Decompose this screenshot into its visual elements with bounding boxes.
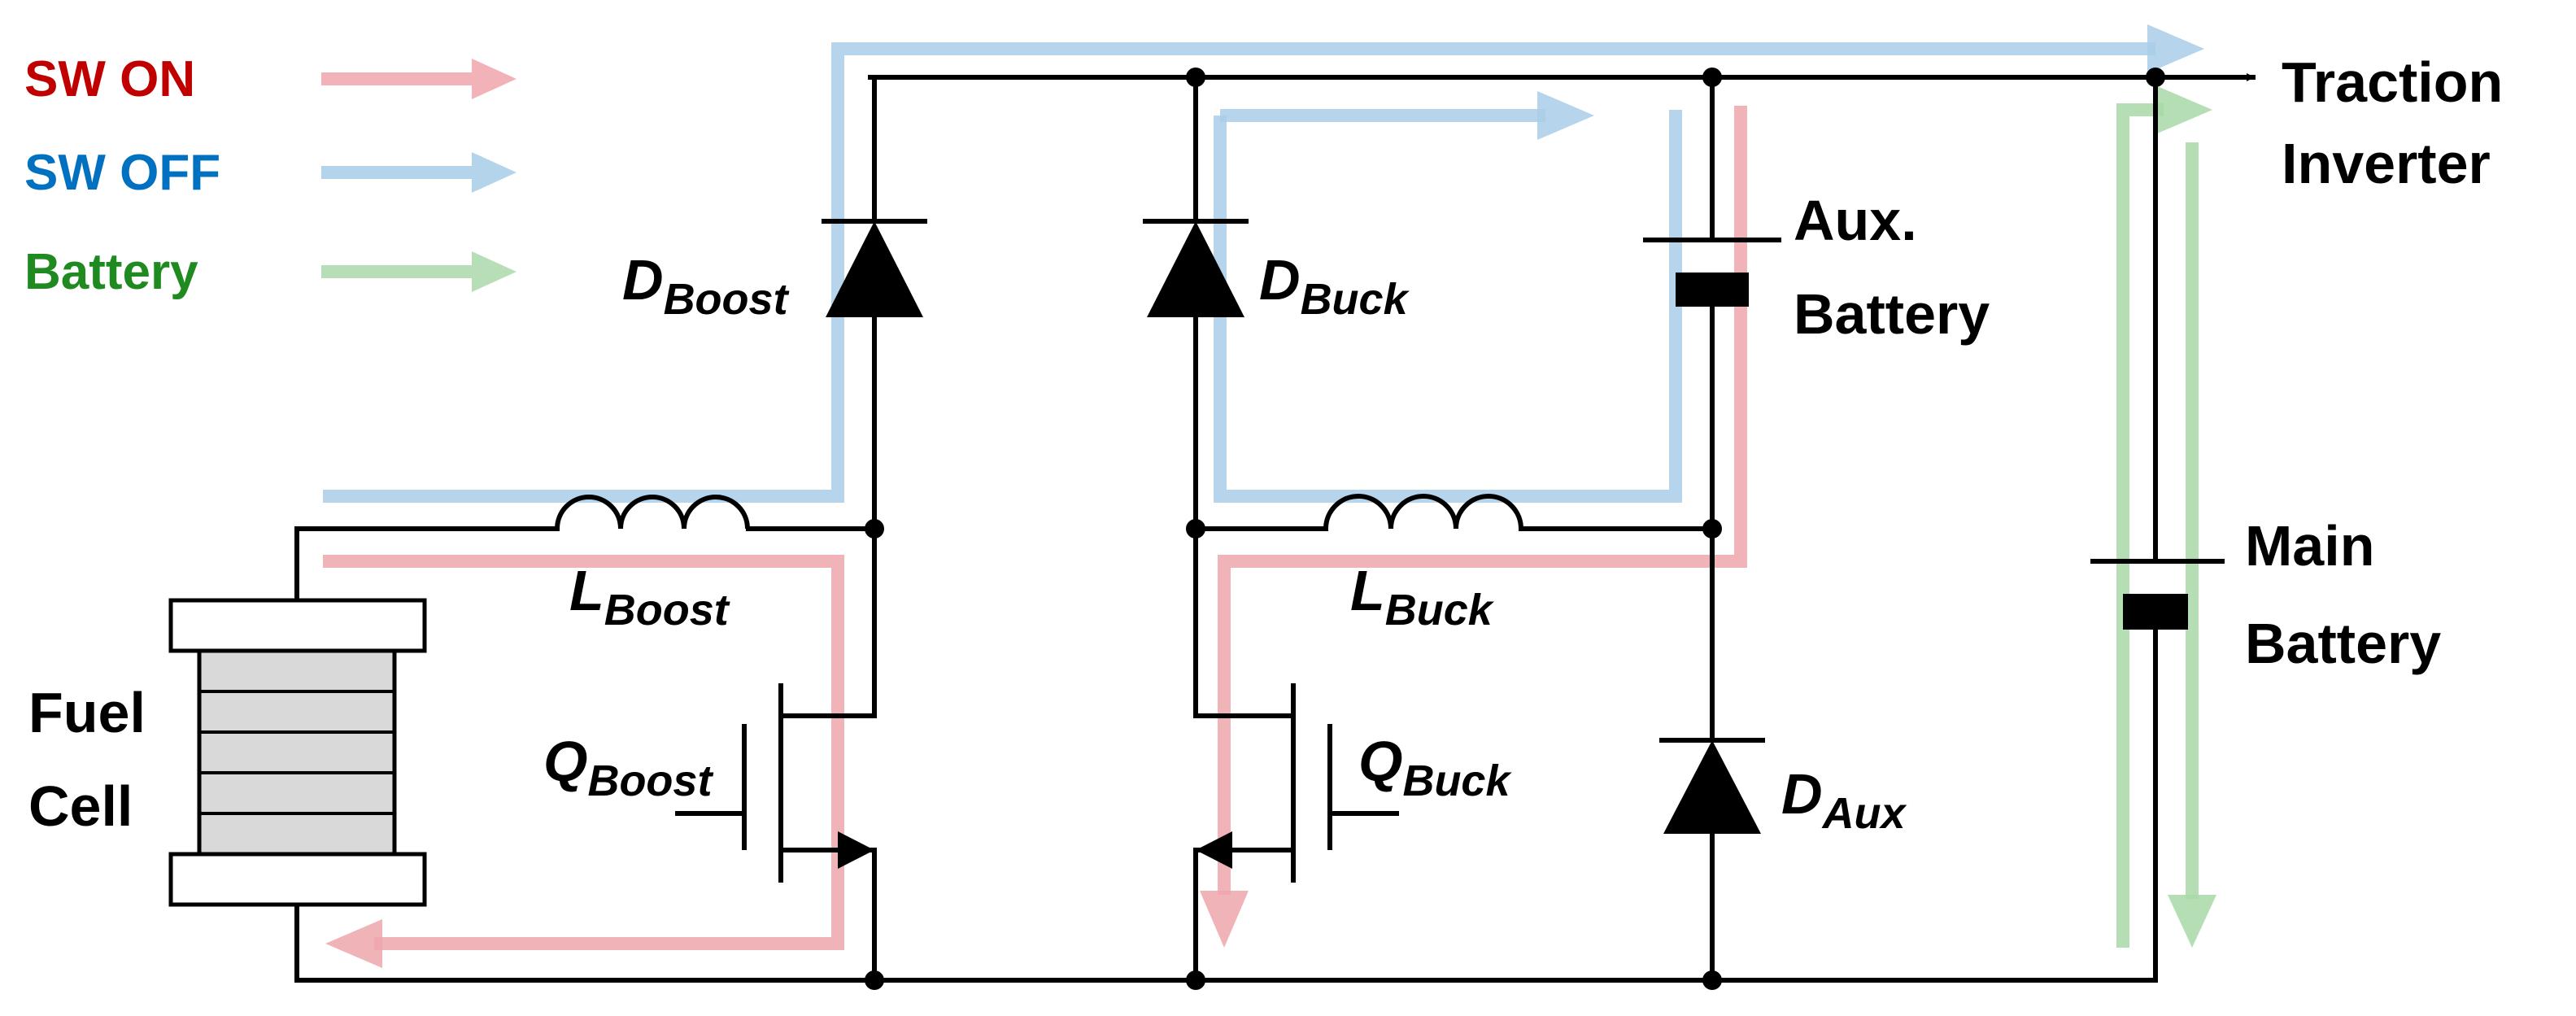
d-buck-sub: Buck [1301, 275, 1410, 324]
q-buck-sub: Buck [1402, 757, 1512, 805]
legend-battery-label: Battery [24, 244, 198, 300]
aux-battery-label-line2: Battery [1794, 282, 1990, 346]
q-boost-label: QBoost [543, 730, 713, 805]
legend-sw-on-label: SW ON [24, 51, 195, 107]
fuel-cell-label-line1: Fuel [28, 681, 146, 744]
d-aux-sub: Aux [1821, 789, 1907, 838]
q-boost-sub: Boost [587, 757, 713, 805]
d-boost-main: D [622, 248, 664, 312]
q-buck-label: QBuck [1358, 730, 1512, 805]
buck-mosfet [1196, 683, 1399, 883]
d-boost-label: DBoost [622, 248, 790, 324]
sw-on-path [323, 106, 1747, 968]
d-aux-label: DAux [1781, 762, 1907, 838]
d-buck-label: DBuck [1259, 248, 1410, 324]
wiring [294, 73, 2256, 983]
l-buck-sub: Buck [1385, 586, 1495, 634]
aux-battery [1643, 238, 1781, 307]
l-boost-sub: Boost [604, 586, 730, 634]
legend-sw-on-arrow [321, 59, 517, 99]
d-buck-main: D [1259, 248, 1301, 312]
buck-diode [1143, 219, 1249, 317]
junction-nodes [865, 68, 2165, 990]
l-buck-main: L [1350, 559, 1385, 622]
fuel-cell-label-line2: Cell [28, 774, 133, 838]
d-boost-sub: Boost [664, 275, 790, 324]
q-boost-main: Q [543, 730, 587, 793]
traction-inverter-label-line2: Inverter [2282, 132, 2491, 195]
legend-battery-arrow [321, 251, 517, 292]
legend-sw-off-arrow [321, 152, 517, 193]
boost-inductor [551, 495, 750, 531]
buck-inductor [1323, 494, 1523, 530]
battery-path [2116, 85, 2216, 948]
boost-diode [822, 219, 927, 317]
main-battery-label-line2: Battery [2245, 612, 2441, 675]
legend-sw-off-label: SW OFF [24, 145, 220, 201]
main-battery-label-line1: Main [2245, 514, 2374, 578]
l-buck-label: LBuck [1350, 559, 1495, 634]
l-boost-main: L [569, 559, 604, 622]
fuel-cell-stack [168, 598, 427, 907]
main-battery [2090, 559, 2225, 630]
traction-inverter-label-line1: Traction [2282, 50, 2503, 114]
boost-mosfet [675, 683, 874, 883]
aux-battery-label-line1: Aux. [1794, 189, 1917, 252]
legend: SW ON SW OFF Battery [24, 51, 517, 300]
aux-diode [1659, 738, 1765, 834]
q-buck-main: Q [1358, 730, 1402, 793]
d-aux-main: D [1781, 762, 1823, 826]
l-boost-label: LBoost [569, 559, 730, 634]
